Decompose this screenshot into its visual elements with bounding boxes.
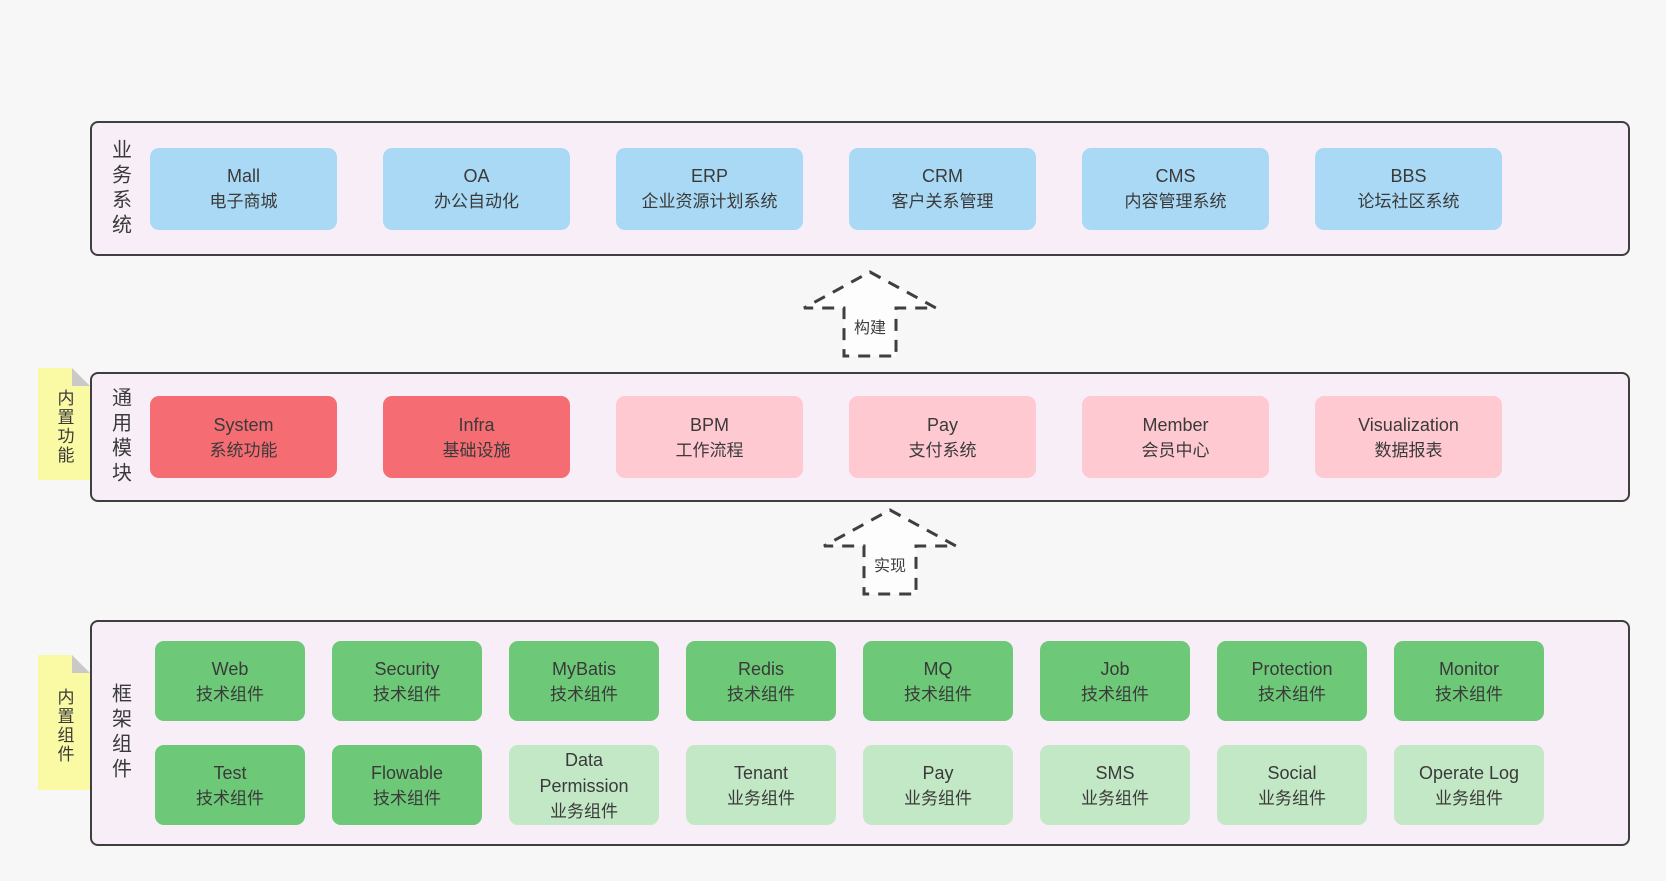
build-arrow: 构建 (800, 268, 940, 360)
box-erp: ERP 企业资源计划系统 (616, 147, 803, 230)
box-job: Job 技术组件 (1040, 641, 1190, 721)
box-flowable: Flowable 技术组件 (332, 745, 482, 825)
box-mq: MQ 技术组件 (863, 641, 1013, 721)
box-mybatis: MyBatis 技术组件 (509, 641, 659, 721)
implement-arrow-label: 实现 (873, 558, 906, 575)
band-framework-components: 框架组件 Web 技术组件 Security 技术组件 MyBatis 技术组件… (90, 620, 1630, 846)
box-sms: SMS 业务组件 (1040, 745, 1190, 825)
box-data-permission: Data Permission 业务组件 (509, 745, 659, 825)
sticky-note-built-in-features: 内置功能 (38, 368, 90, 480)
implement-arrow: 实现 (820, 506, 960, 598)
band-label-framework-components: 框架组件 (108, 683, 131, 783)
box-web: Web 技术组件 (155, 641, 305, 721)
common-modules-row: System 系统功能 Infra 基础设施 BPM 工作流程 Pay 支付系统… (150, 396, 1628, 478)
box-test: Test 技术组件 (155, 745, 305, 825)
build-arrow-label: 构建 (853, 320, 886, 337)
sticky-note-label: 内置组件 (54, 687, 74, 764)
box-tenant: Tenant 业务组件 (686, 745, 836, 825)
folded-corner-icon (72, 655, 90, 673)
framework-components-row-2: Test 技术组件 Flowable 技术组件 Data Permission … (150, 745, 1628, 825)
band-business-systems: 业务系统 Mall 电子商城 OA 办公自动化 ERP 企业资源计划系统 CRM… (90, 121, 1630, 256)
box-pay-component: Pay 业务组件 (863, 745, 1013, 825)
box-member: Member 会员中心 (1082, 396, 1269, 478)
box-infra: Infra 基础设施 (383, 396, 570, 478)
box-crm: CRM 客户关系管理 (849, 147, 1036, 230)
box-cms: CMS 内容管理系统 (1082, 147, 1269, 230)
band-common-modules: 通用模块 System 系统功能 Infra 基础设施 BPM 工作流程 Pay… (90, 372, 1630, 502)
sticky-note-label: 内置功能 (54, 389, 74, 465)
box-mall: Mall 电子商城 (150, 147, 337, 230)
framework-components-row-1: Web 技术组件 Security 技术组件 MyBatis 技术组件 Redi… (150, 641, 1628, 721)
box-operate-log: Operate Log 业务组件 (1394, 745, 1544, 825)
business-systems-row: Mall 电子商城 OA 办公自动化 ERP 企业资源计划系统 CRM 客户关系… (150, 147, 1628, 230)
box-security: Security 技术组件 (332, 641, 482, 721)
box-oa: OA 办公自动化 (383, 147, 570, 230)
folded-corner-icon (72, 368, 90, 386)
box-visualization: Visualization 数据报表 (1315, 396, 1502, 478)
box-redis: Redis 技术组件 (686, 641, 836, 721)
box-bbs: BBS 论坛社区系统 (1315, 147, 1502, 230)
box-bpm: BPM 工作流程 (616, 396, 803, 478)
box-pay: Pay 支付系统 (849, 396, 1036, 478)
box-system: System 系统功能 (150, 396, 337, 478)
box-protection: Protection 技术组件 (1217, 641, 1367, 721)
box-social: Social 业务组件 (1217, 745, 1367, 825)
sticky-note-built-in-components: 内置组件 (38, 655, 90, 790)
band-label-business-systems: 业务系统 (108, 138, 131, 239)
arrow-up-icon (823, 508, 957, 596)
box-monitor: Monitor 技术组件 (1394, 641, 1544, 721)
arrow-up-icon (803, 270, 937, 358)
band-label-common-modules: 通用模块 (108, 387, 131, 487)
